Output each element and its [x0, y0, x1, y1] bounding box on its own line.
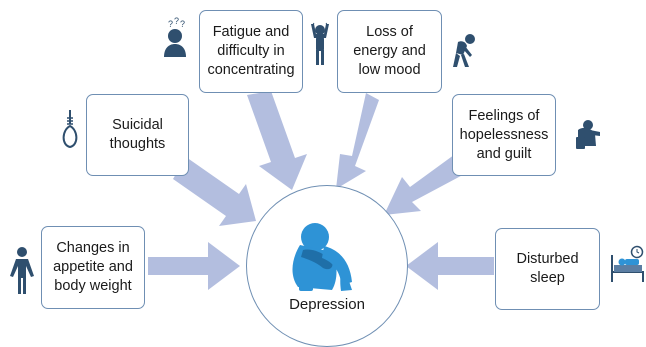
svg-text:?: ?: [180, 19, 185, 29]
depression-label: Depression: [289, 296, 365, 313]
symptom-box-sleep: Disturbed sleep: [495, 228, 600, 310]
sitting-head-down-icon: [576, 120, 600, 149]
symptom-box-fatigue: Fatigue and difficulty in concentrating: [199, 10, 303, 93]
symptom-suicidal-text: Suicidal thoughts: [109, 117, 166, 152]
stressed-person-icon: [311, 22, 329, 65]
symptom-box-suicidal: Suicidal thoughts: [86, 94, 189, 176]
arrow-from-fatigue: [247, 91, 307, 190]
symptom-box-energy: Loss of energy and low mood: [337, 10, 442, 93]
bed-clock-icon: [611, 245, 644, 282]
symptom-appetite-text: Changes in appetite and body weight: [53, 240, 133, 294]
arrow-from-appetite: [148, 242, 240, 290]
symptom-energy-text: Loss of energy and low mood: [353, 24, 426, 78]
person-question-icon: ? ? ?: [164, 16, 186, 57]
symptom-fatigue-text: Fatigue and difficulty in concentrating: [207, 24, 295, 78]
standing-person-icon: [10, 247, 34, 294]
svg-text:?: ?: [168, 19, 173, 29]
arrow-from-sleep: [406, 242, 494, 290]
arrow-from-energy: [336, 93, 379, 189]
symptom-box-hopelessness: Feelings of hopelessness and guilt: [452, 94, 556, 176]
svg-text:?: ?: [174, 16, 179, 26]
tired-person-icon: [453, 34, 475, 67]
noose-icon: [62, 110, 78, 149]
symptom-box-appetite: Changes in appetite and body weight: [41, 226, 145, 309]
symptom-sleep-text: Disturbed sleep: [516, 251, 579, 286]
arrow-from-hopelessness: [384, 152, 472, 215]
symptom-hopelessness-text: Feelings of hopelessness and guilt: [459, 107, 549, 162]
arrow-from-suicidal: [173, 157, 256, 226]
